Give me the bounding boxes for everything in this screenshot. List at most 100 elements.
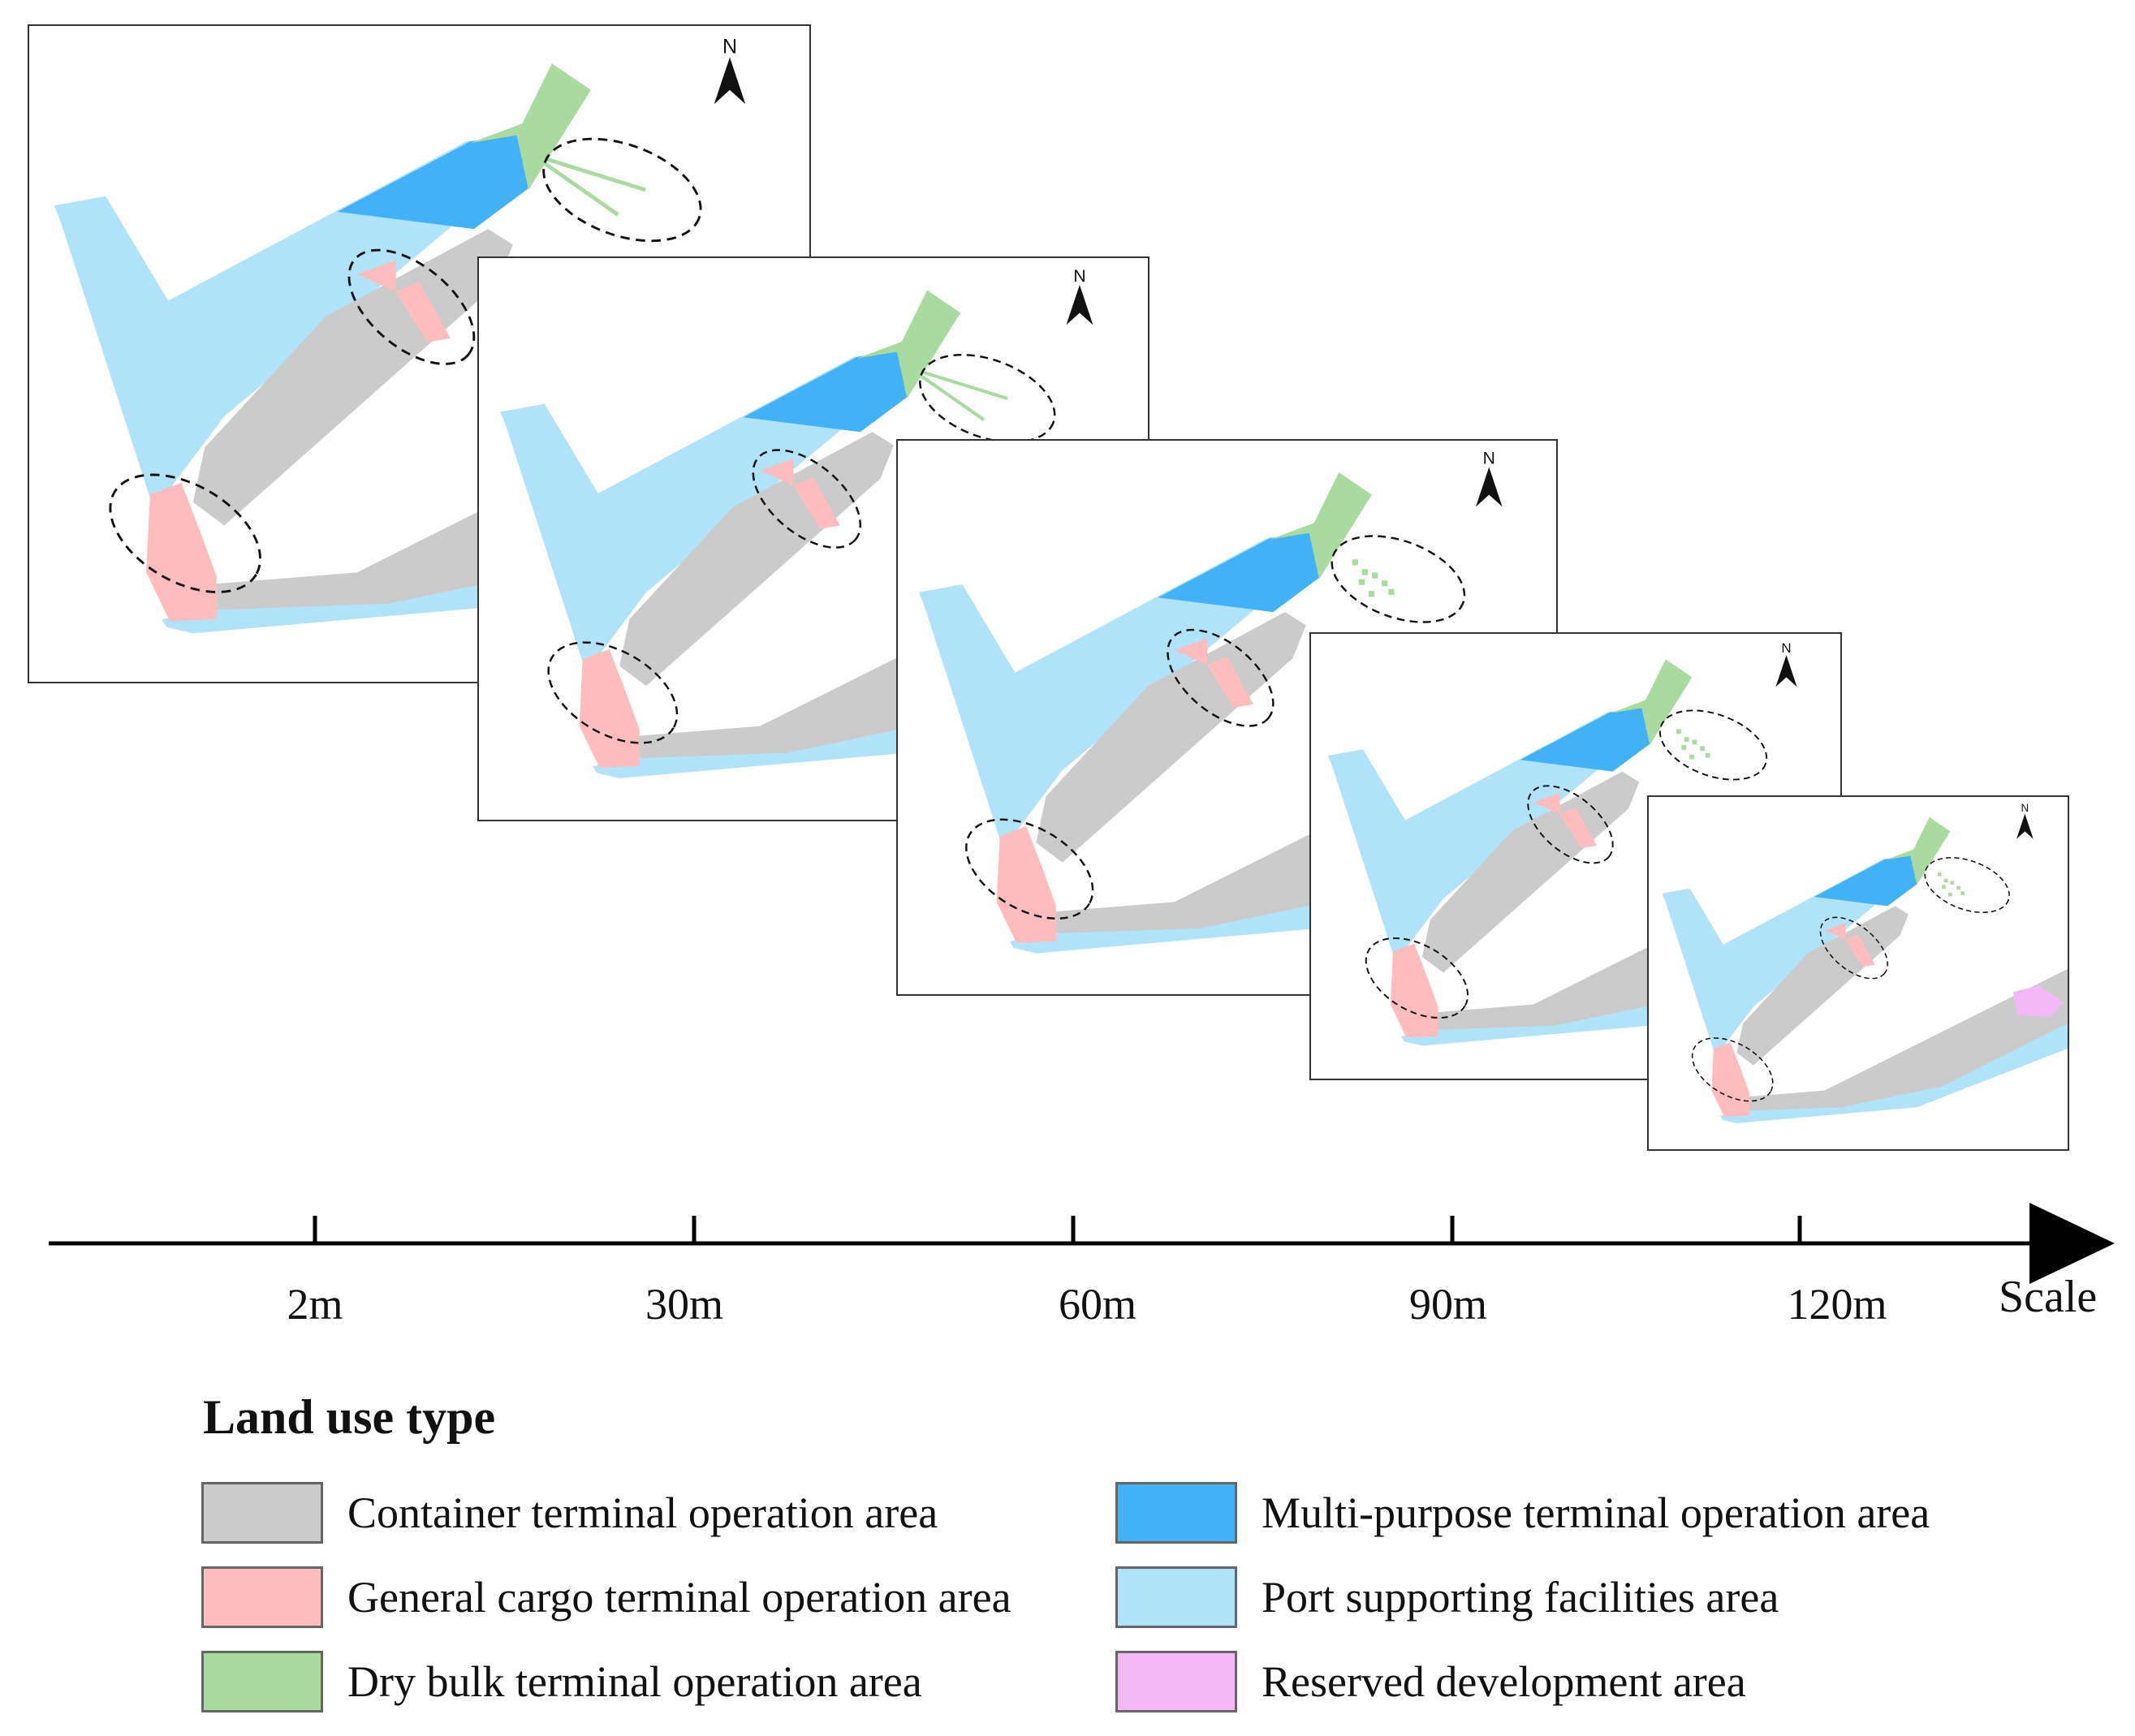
dry-bulk-area <box>1885 816 1951 885</box>
legend-item-reserved: Reserved development area <box>1115 1649 1746 1714</box>
map-panel-60m: N <box>896 439 1558 996</box>
highlight-ellipse <box>547 641 679 744</box>
port-supporting-area <box>54 135 513 510</box>
dry-bulk-pixel <box>1956 885 1960 890</box>
north-label: N <box>1781 640 1791 656</box>
dry-bulk-pixel <box>1358 579 1365 585</box>
dry-bulk-jetty <box>539 158 619 217</box>
highlight-ellipse <box>1331 535 1466 623</box>
legend-item-port-supporting: Port supporting facilities area <box>1115 1565 1779 1630</box>
legend-swatch <box>201 1651 323 1712</box>
dry-bulk-jetty <box>539 155 646 192</box>
port-supporting-area <box>500 351 894 673</box>
tick-label-90m: 90m <box>1408 1280 1488 1329</box>
map-panel-120m: N <box>1647 795 2069 1151</box>
container-area-upper <box>1036 612 1306 863</box>
dry-bulk-pixel <box>1684 737 1689 743</box>
highlight-ellipse <box>1924 857 2010 913</box>
dry-bulk-pixel <box>1689 754 1695 760</box>
general-cargo-area <box>1845 934 1875 967</box>
legend-label: Port supporting facilities area <box>1262 1573 1779 1622</box>
legend-item-multi-purpose: Multi-purpose terminal operation area <box>1115 1480 1930 1545</box>
general-cargo-area <box>579 648 640 768</box>
legend-title: Land use type <box>203 1390 496 1444</box>
multi-purpose-area <box>337 135 529 230</box>
general-cargo-area <box>1711 1042 1749 1117</box>
north-arrow-icon: N <box>2016 802 2034 839</box>
north-arrow-icon-shape <box>1775 655 1797 687</box>
north-arrow-icon: N <box>1775 640 1797 687</box>
container-area-upper <box>192 229 513 526</box>
highlight-ellipse <box>542 137 702 243</box>
highlight-ellipse <box>109 473 261 593</box>
general-cargo-area <box>793 477 840 529</box>
dry-bulk-jetty <box>916 372 986 422</box>
general-cargo-area <box>1559 807 1598 849</box>
dry-bulk-pixel <box>1692 739 1697 745</box>
general-cargo-area <box>356 260 396 292</box>
general-cargo-area <box>996 825 1056 943</box>
legend-swatch <box>1115 1651 1237 1712</box>
north-label: N <box>1483 449 1495 467</box>
reserved-development-area <box>2012 985 2064 1018</box>
legend-label: Multi-purpose terminal operation area <box>1262 1488 1930 1537</box>
dry-bulk-area <box>1270 472 1372 579</box>
dry-bulk-pixel <box>1938 872 1942 877</box>
legend-label: Container terminal operation area <box>347 1488 938 1537</box>
legend-swatch <box>201 1482 323 1544</box>
container-area-lower <box>1719 968 2068 1112</box>
dry-bulk-pixel <box>1947 892 1952 897</box>
north-arrow-icon: N <box>1066 266 1093 325</box>
dry-bulk-pixel <box>1943 878 1948 883</box>
north-arrow-icon-shape <box>1476 467 1503 507</box>
dry-bulk-pixel <box>1700 746 1706 752</box>
general-cargo-area <box>146 482 217 621</box>
dry-bulk-pixel <box>1705 752 1710 758</box>
legend-label: General cargo terminal operation area <box>347 1573 1011 1622</box>
port-supporting-area <box>918 532 1306 850</box>
general-cargo-area <box>760 459 794 486</box>
multi-purpose-area <box>1814 855 1917 907</box>
legend-label: Reserved development area <box>1262 1657 1746 1706</box>
legend-item-dry-bulk: Dry bulk terminal operation area <box>201 1649 922 1714</box>
general-cargo-area <box>1824 923 1846 940</box>
general-cargo-area <box>1207 657 1253 708</box>
general-cargo-area <box>1390 943 1438 1038</box>
container-area-upper <box>1421 771 1640 973</box>
dry-bulk-pixel <box>1382 580 1388 587</box>
port-supporting-area <box>1662 855 1909 1058</box>
north-arrow-icon: N <box>714 36 746 105</box>
north-arrow-icon-shape <box>1066 284 1093 325</box>
north-label: N <box>2021 802 2029 814</box>
dry-bulk-pixel <box>1368 591 1375 597</box>
north-label: N <box>722 36 737 58</box>
multi-purpose-area <box>1158 532 1320 613</box>
tick-label-60m: 60m <box>1058 1280 1137 1329</box>
dry-bulk-pixel <box>1352 559 1358 566</box>
general-cargo-area <box>395 282 451 342</box>
dry-bulk-pixel <box>1676 729 1681 734</box>
highlight-ellipse <box>1527 785 1614 864</box>
north-arrow-icon-shape <box>714 57 746 105</box>
dry-bulk-pixel <box>1681 745 1687 750</box>
container-area-upper <box>619 432 894 687</box>
north-arrow-icon-shape <box>2016 813 2034 839</box>
dry-bulk-pixel <box>1361 569 1369 575</box>
dry-bulk-area <box>1610 659 1693 745</box>
highlight-ellipse <box>347 248 476 365</box>
highlight-ellipse <box>1167 628 1275 727</box>
port-map: N <box>1662 802 2068 1123</box>
dry-bulk-area <box>469 63 591 190</box>
legend-swatch <box>1115 1566 1237 1628</box>
highlight-ellipse <box>1658 709 1768 781</box>
general-cargo-area <box>1174 638 1208 666</box>
legend-item-general-cargo: General cargo terminal operation area <box>201 1565 1011 1630</box>
highlight-ellipse <box>1819 916 1888 980</box>
north-arrow-icon: N <box>1476 449 1503 507</box>
axis-title: Scale <box>1999 1272 2098 1322</box>
dry-bulk-jetty <box>917 368 1008 400</box>
container-area-upper <box>1736 906 1909 1066</box>
highlight-ellipse <box>752 449 861 549</box>
dry-bulk-pixel <box>1950 881 1955 885</box>
port-map: N <box>918 449 1556 954</box>
